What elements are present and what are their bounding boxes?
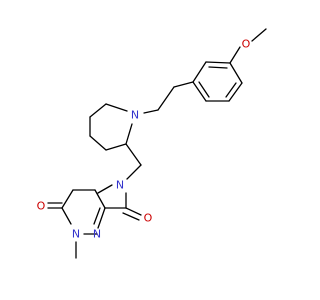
molecule-structure-diagram: O N N O N N O: [37, 28, 267, 259]
bond-o-aryl: [229, 46, 241, 64]
bond-aryl-ch2: [173, 81, 194, 88]
benzene-double-bond: [225, 82, 237, 98]
ring-bond: [94, 189, 106, 209]
benzene-double-bond: [198, 81, 210, 98]
piperidine-bond: [105, 143, 127, 151]
bond-methyl-o: [251, 28, 267, 42]
benzene-bond: [229, 62, 243, 84]
ethyl-linker: [143, 81, 194, 114]
piperidine-nitrogen-label: N: [131, 109, 139, 122]
benzene-bond: [228, 82, 243, 102]
amide-carbonyl: [104, 207, 142, 221]
carbonyl-double-bond: [122, 212, 140, 221]
piperidine-bond: [89, 135, 107, 151]
piperidine-bond: [125, 123, 133, 145]
benzene-ring: [192, 61, 243, 102]
amide-nitrogen-label: N: [116, 179, 124, 192]
benzene-bond: [205, 61, 231, 64]
imine-double-bond: [93, 207, 101, 225]
benzene-double-bond: [208, 66, 228, 69]
methyl-nitrogen-label: N: [72, 228, 80, 241]
imine-nitrogen-label: N: [93, 228, 101, 241]
ring-bond: [61, 189, 74, 209]
bond-ch2-ch2: [157, 86, 175, 111]
bond-ch2-n: [126, 164, 142, 180]
pyridazinone-ring: [47, 189, 106, 259]
amide-oxygen-label: O: [144, 212, 153, 225]
piperidine-bond: [105, 103, 128, 112]
ring-bond: [61, 207, 72, 225]
lactam-oxygen-label: O: [37, 200, 46, 213]
bond-ring-ch2: [125, 143, 142, 166]
piperidine-bond: [89, 103, 107, 118]
piperidine-ring: [89, 103, 133, 151]
carbonyl-double-bond: [125, 207, 142, 216]
benzene-bond: [192, 81, 207, 102]
atom-labels: O N N O N N O: [37, 38, 251, 241]
bond-n-methyl: [97, 184, 113, 194]
imine-double-bond: [97, 207, 106, 229]
methoxy-group: [229, 28, 267, 64]
benzene-bond: [192, 61, 207, 83]
bond-ch2-n: [143, 109, 159, 114]
methoxy-oxygen-label: O: [242, 38, 251, 51]
amide-substituents: [97, 143, 142, 209]
